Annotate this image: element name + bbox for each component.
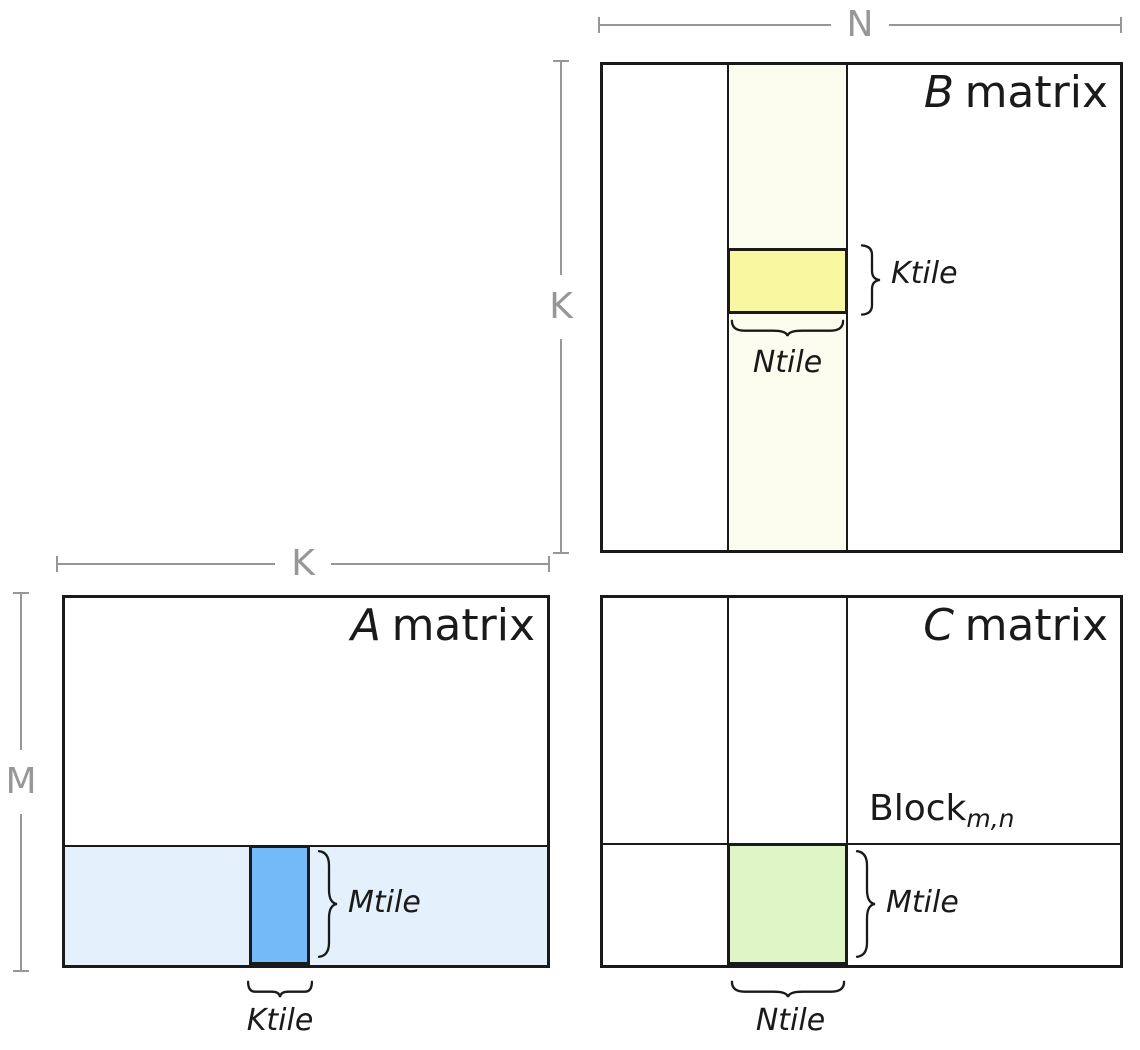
dimension-line-k-horizontal: K: [56, 543, 551, 584]
dimension-segment: [560, 62, 562, 275]
c-matrix-word: matrix: [964, 600, 1108, 651]
b-ntile-label: Ntile: [752, 345, 823, 380]
under-brace-icon: [247, 980, 313, 998]
c-matrix-column-divider: [846, 598, 848, 965]
a-mtile-label: Mtile: [348, 885, 421, 920]
dimension-line-n: N: [598, 4, 1122, 45]
a-matrix-word: matrix: [391, 600, 535, 651]
c-ntile-label: Ntile: [755, 1003, 826, 1038]
c-block-label: Blockm,n: [869, 788, 1015, 834]
c-matrix-column-divider: [727, 598, 729, 965]
under-brace-icon: [730, 980, 846, 998]
c-mtile-label: Mtile: [886, 885, 959, 920]
right-brace-icon: [854, 849, 876, 959]
right-brace-icon: [316, 849, 338, 959]
dimension-segment: [20, 594, 22, 750]
c-matrix-mtile-ntile-tile: [727, 843, 848, 965]
dimension-segment: [330, 563, 549, 565]
dimension-segment: [20, 814, 22, 970]
c-block-word: Block: [869, 788, 967, 829]
b-matrix-letter: B: [923, 67, 955, 118]
b-matrix-word: matrix: [964, 67, 1108, 118]
dimension-segment: [58, 563, 276, 565]
b-ktile-label: Ktile: [891, 256, 958, 291]
c-block-subscript: m,n: [966, 804, 1015, 833]
b-matrix-ktile-ntile-tile: [727, 248, 848, 314]
a-matrix-letter: A: [350, 600, 382, 651]
dimension-label-k-vertical: K: [549, 286, 573, 327]
dimension-tick: [553, 552, 569, 554]
dimension-line-m: M: [5, 592, 37, 972]
dimension-segment: [600, 24, 831, 26]
dimension-tick: [553, 60, 569, 62]
dimension-segment: [560, 339, 562, 552]
dimension-label-m: M: [5, 761, 37, 802]
dimension-label-k-horizontal: K: [291, 543, 315, 584]
c-matrix-row-divider: [603, 843, 1120, 845]
a-matrix-mtile-ktile-tile: [249, 845, 310, 965]
c-matrix-letter: C: [923, 600, 955, 651]
dimension-label-n: N: [846, 4, 874, 45]
a-ktile-label: Ktile: [246, 1003, 314, 1038]
dimension-line-k-vertical: K: [546, 60, 576, 554]
dimension-tick: [13, 592, 29, 594]
dimension-tick: [13, 970, 29, 972]
dimension-tick: [598, 17, 600, 33]
dimension-tick: [1120, 17, 1122, 33]
right-brace-icon: [859, 244, 881, 316]
dimension-segment: [889, 24, 1120, 26]
dimension-tick: [56, 556, 58, 572]
dimension-tick: [548, 556, 551, 572]
under-brace-icon: [730, 319, 845, 337]
